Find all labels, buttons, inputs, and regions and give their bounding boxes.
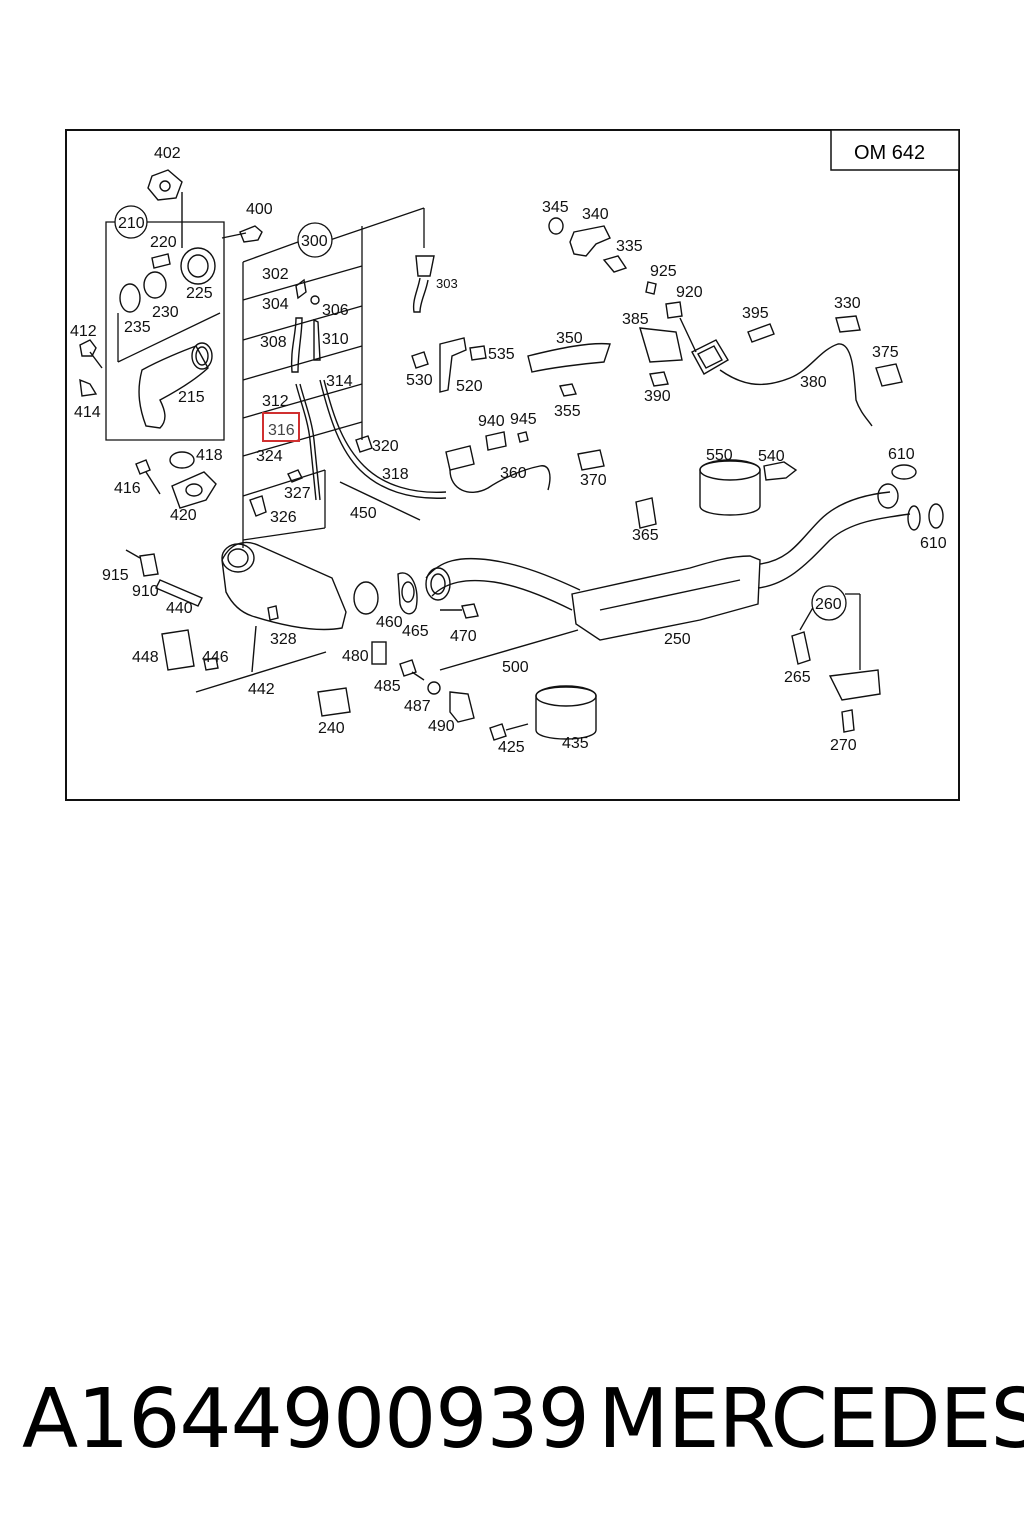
highlight-box-316 [262,412,300,442]
label-920: 920 [676,284,703,301]
svg-text:260: 260 [815,596,842,613]
label-442: 442 [248,681,275,698]
svg-text:210: 210 [118,215,145,232]
label-370: 370 [580,472,607,489]
label-240: 240 [318,720,345,737]
label-230: 230 [152,304,179,321]
label-328: 328 [270,631,297,648]
label-412: 412 [70,323,97,340]
label-360: 360 [500,465,527,482]
label-355: 355 [554,403,581,420]
label-316: 316 [268,422,295,439]
label-414: 414 [74,404,101,421]
callout-labels: 402 400 220 225 230 235 412 414 215 418 … [70,145,947,756]
engine-code: OM 642 [854,142,925,164]
label-220: 220 [150,234,177,251]
label-425: 425 [498,739,525,756]
label-302: 302 [262,266,289,283]
circle-300: 300 [297,222,333,258]
label-335: 335 [616,238,643,255]
label-375: 375 [872,344,899,361]
label-320: 320 [372,438,399,455]
label-312: 312 [262,393,289,410]
label-314: 314 [326,373,353,390]
part-sketches [79,169,944,741]
label-460: 460 [376,614,403,631]
group-210-bracket [105,221,225,441]
label-306: 306 [322,302,349,319]
label-940: 940 [478,413,505,430]
label-235: 235 [124,319,151,336]
engine-code-box: OM 642 [830,129,960,171]
label-440: 440 [166,600,193,617]
label-215: 215 [178,389,205,406]
label-324: 324 [256,448,283,465]
label-487: 487 [404,698,431,715]
label-340: 340 [582,206,609,223]
label-500: 500 [502,659,529,676]
label-304: 304 [262,296,289,313]
label-418: 418 [196,447,223,464]
label-270: 270 [830,737,857,754]
group-300-bracket [242,207,425,548]
label-265: 265 [784,669,811,686]
label-470: 470 [450,628,477,645]
label-225: 225 [186,285,213,302]
circle-210: 210 [114,205,148,239]
label-945: 945 [510,411,537,428]
label-435: 435 [562,735,589,752]
label-910: 910 [132,583,159,600]
label-385: 385 [622,311,649,328]
label-420: 420 [170,507,197,524]
label-416: 416 [114,480,141,497]
label-330: 330 [834,295,861,312]
label-915: 915 [102,567,129,584]
label-250: 250 [664,631,691,648]
label-446: 446 [202,649,229,666]
label-350: 350 [556,330,583,347]
label-480: 480 [342,648,369,665]
label-448: 448 [132,649,159,666]
diagram-frame [65,129,960,801]
label-365: 365 [632,527,659,544]
label-345: 345 [542,199,569,216]
label-610-upper: 610 [888,446,915,463]
label-395: 395 [742,305,769,322]
svg-text:300: 300 [301,233,328,250]
label-327: 327 [284,485,311,502]
label-390: 390 [644,388,671,405]
brand-name: MERCEDES [598,1372,1024,1467]
label-520: 520 [456,378,483,395]
circle-260: 260 [811,585,847,621]
label-550: 550 [706,447,733,464]
label-490: 490 [428,718,455,735]
label-465: 465 [402,623,429,640]
label-540: 540 [758,448,785,465]
part-number: A1644900939 [22,1372,590,1467]
label-530: 530 [406,372,433,389]
label-610-lower: 610 [920,535,947,552]
label-303: 303 [436,276,458,291]
label-318: 318 [382,466,409,483]
label-450: 450 [350,505,377,522]
label-310: 310 [322,331,349,348]
label-535: 535 [488,346,515,363]
label-308: 308 [260,334,287,351]
label-925: 925 [650,263,677,280]
label-400: 400 [246,201,273,218]
label-326: 326 [270,509,297,526]
label-402: 402 [154,145,181,162]
label-485: 485 [374,678,401,695]
label-380: 380 [800,374,827,391]
